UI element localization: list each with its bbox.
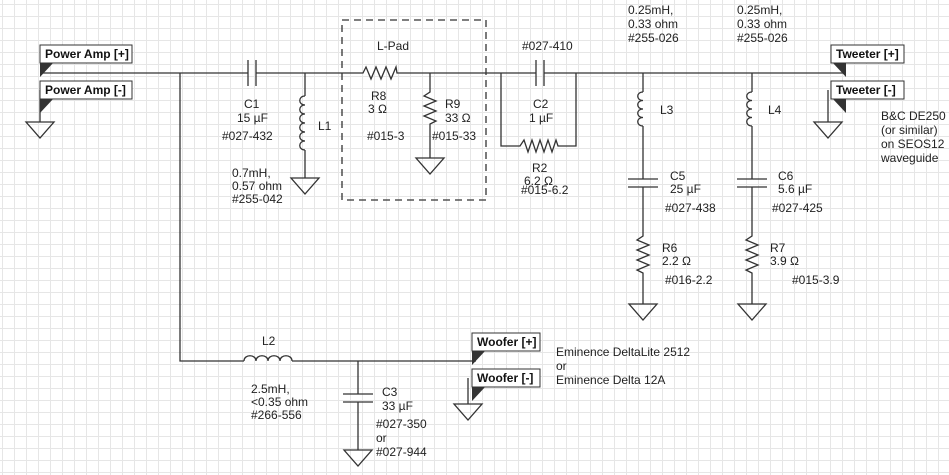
ground-icon-r6 bbox=[627, 303, 659, 321]
port-power-amp-neg[interactable]: Power Amp [-] bbox=[39, 80, 133, 113]
c6-ref: C6 bbox=[778, 169, 794, 183]
r9-value: 33 Ω bbox=[445, 111, 471, 125]
r2-ref: R2 bbox=[532, 161, 548, 175]
r6-value: 2.2 Ω bbox=[662, 254, 691, 268]
tweeter-note-line-1: B&C DE250 bbox=[881, 109, 946, 123]
r8-value: 3 Ω bbox=[368, 102, 387, 116]
lpad-title: L-Pad bbox=[377, 39, 409, 53]
port-power-amp-pos[interactable]: Power Amp [+] bbox=[39, 44, 133, 77]
l2-spec2: <0.35 ohm bbox=[251, 395, 308, 409]
tweeter-note-line-4: waveguide bbox=[880, 151, 939, 165]
c1-value: 15 µF bbox=[237, 111, 268, 125]
port-woofer-pos[interactable]: Woofer [+] bbox=[471, 332, 541, 365]
capacitor-c3[interactable] bbox=[343, 393, 373, 403]
port-tweeter-neg[interactable]: Tweeter [-] bbox=[830, 80, 905, 113]
capacitor-c5[interactable] bbox=[628, 178, 658, 188]
r9-part: #015-33 bbox=[432, 129, 476, 143]
capacitor-c1[interactable] bbox=[247, 60, 257, 86]
woofer-note-line-3: Eminence Delta 12A bbox=[556, 373, 665, 387]
l3-spec1: 0.25mH, bbox=[628, 3, 673, 17]
woofer-note-line-2: or bbox=[556, 359, 567, 373]
r2-part: #015-6.2 bbox=[521, 183, 569, 197]
ground-icon-c3 bbox=[342, 449, 374, 467]
ground-icon-tweeter bbox=[812, 121, 844, 139]
wires bbox=[39, 72, 846, 450]
port-label: Tweeter [-] bbox=[836, 83, 896, 97]
c6-part: #027-425 bbox=[772, 201, 823, 215]
resistor-r2[interactable] bbox=[517, 137, 561, 155]
c6-value: 5.6 µF bbox=[778, 182, 812, 196]
c3-or: or bbox=[376, 431, 387, 445]
c3-value: 33 µF bbox=[382, 399, 413, 413]
r2-right-wire bbox=[561, 73, 577, 147]
r7-part: #015-3.9 bbox=[792, 273, 840, 287]
ground-icon-woofer bbox=[452, 403, 484, 421]
l2-part: #266-556 bbox=[251, 408, 302, 422]
c3-ref: C3 bbox=[382, 385, 398, 399]
resistor-r6[interactable] bbox=[635, 231, 651, 277]
resistor-r7[interactable] bbox=[744, 231, 760, 277]
r7-value: 3.9 Ω bbox=[770, 254, 799, 268]
l3-ref: L3 bbox=[660, 103, 674, 117]
l3-part: #255-026 bbox=[628, 31, 679, 45]
lpad-box bbox=[341, 19, 487, 201]
l1-ref: L1 bbox=[318, 119, 332, 133]
capacitor-c6[interactable] bbox=[737, 178, 767, 188]
ground-icon-power bbox=[24, 121, 56, 139]
l4-part: #255-026 bbox=[737, 31, 788, 45]
l4-ref: L4 bbox=[768, 103, 782, 117]
port-tweeter-pos[interactable]: Tweeter [+] bbox=[830, 44, 905, 77]
resistor-r8[interactable] bbox=[360, 64, 400, 81]
inductor-l3[interactable] bbox=[637, 91, 644, 127]
l2-ref: L2 bbox=[262, 334, 276, 348]
r9-ref: R9 bbox=[445, 97, 461, 111]
port-woofer-neg[interactable]: Woofer [-] bbox=[471, 368, 541, 401]
port-label: Power Amp [+] bbox=[45, 47, 129, 61]
c5-value: 25 µF bbox=[670, 182, 701, 196]
tweeter-note-line-3: on SEOS12 bbox=[881, 137, 945, 151]
l4-spec2: 0.33 ohm bbox=[737, 17, 787, 31]
l4-spec1: 0.25mH, bbox=[737, 3, 782, 17]
port-label: Tweeter [+] bbox=[836, 47, 899, 61]
ground-icon-r9 bbox=[414, 157, 446, 175]
c2-value: 1 µF bbox=[529, 111, 553, 125]
r8-ref: R8 bbox=[371, 89, 387, 103]
c3-part1: #027-350 bbox=[376, 417, 427, 431]
c2-ref: C2 bbox=[533, 97, 549, 111]
r7-ref: R7 bbox=[770, 241, 786, 255]
capacitor-c2[interactable] bbox=[535, 60, 545, 86]
woofer-note-line-1: Eminence DeltaLite 2512 bbox=[556, 345, 690, 359]
c1-part: #027-432 bbox=[222, 129, 273, 143]
port-label: Power Amp [-] bbox=[45, 83, 126, 97]
r2-left-wire bbox=[500, 73, 517, 147]
ground-icon-r7 bbox=[736, 303, 768, 321]
inductor-l1[interactable] bbox=[299, 95, 306, 151]
l1-spec1: 0.7mH, bbox=[232, 166, 271, 180]
tweeter-note-line-2: (or similar) bbox=[881, 123, 938, 137]
c5-ref: C5 bbox=[670, 169, 686, 183]
l1-part: #255-042 bbox=[232, 192, 283, 206]
c1-ref: C1 bbox=[244, 97, 260, 111]
l1-spec2: 0.57 ohm bbox=[232, 179, 282, 193]
r8-part: #015-3 bbox=[367, 129, 405, 143]
woofer-branch-wire bbox=[179, 73, 244, 362]
inductor-l2[interactable] bbox=[243, 355, 293, 362]
port-label: Woofer [+] bbox=[477, 335, 536, 349]
c3-part2: #027-944 bbox=[376, 445, 427, 459]
port-label: Woofer [-] bbox=[477, 371, 533, 385]
r6-ref: R6 bbox=[662, 241, 678, 255]
resistor-r9[interactable] bbox=[422, 88, 438, 128]
l3-spec2: 0.33 ohm bbox=[628, 17, 678, 31]
l2-spec1: 2.5mH, bbox=[251, 382, 290, 396]
inductor-l4[interactable] bbox=[746, 91, 753, 127]
r2-value: 6.2 Ω bbox=[524, 174, 553, 188]
ground-icon-l1 bbox=[289, 177, 321, 195]
c2-part: #027-410 bbox=[522, 39, 573, 53]
c5-part: #027-438 bbox=[665, 201, 716, 215]
r6-part: #016-2.2 bbox=[665, 273, 713, 287]
